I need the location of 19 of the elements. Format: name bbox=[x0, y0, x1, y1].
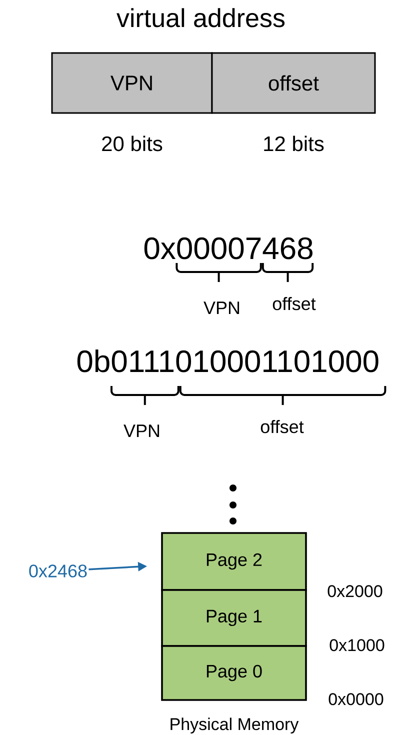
field-label: VPN bbox=[204, 302, 240, 314]
field-cell: VPN bbox=[51, 52, 213, 114]
page-box: Page 1 bbox=[161, 589, 307, 647]
address-label: 0x0000 bbox=[328, 693, 384, 706]
address-label: 0x1000 bbox=[330, 639, 384, 652]
bit-width-label: 20 bits bbox=[102, 136, 162, 152]
hex-address: 0x00007468 bbox=[144, 237, 312, 260]
field-cell: offset bbox=[211, 52, 376, 114]
caption: Physical Memory bbox=[170, 718, 299, 734]
bit-width-label: 12 bits bbox=[264, 136, 324, 152]
binary-address: 0b0111010001101000 bbox=[77, 350, 378, 372]
page-box: Page 2 bbox=[161, 532, 307, 591]
field-label: VPN bbox=[124, 424, 160, 437]
page-box: Page 0 bbox=[161, 645, 307, 701]
heading: virtual address bbox=[116, 8, 285, 28]
address-label: 0x2000 bbox=[328, 585, 382, 598]
field-label: offset bbox=[260, 420, 304, 434]
field-label: offset bbox=[272, 296, 316, 310]
address-label: 0x2468 bbox=[29, 564, 87, 578]
